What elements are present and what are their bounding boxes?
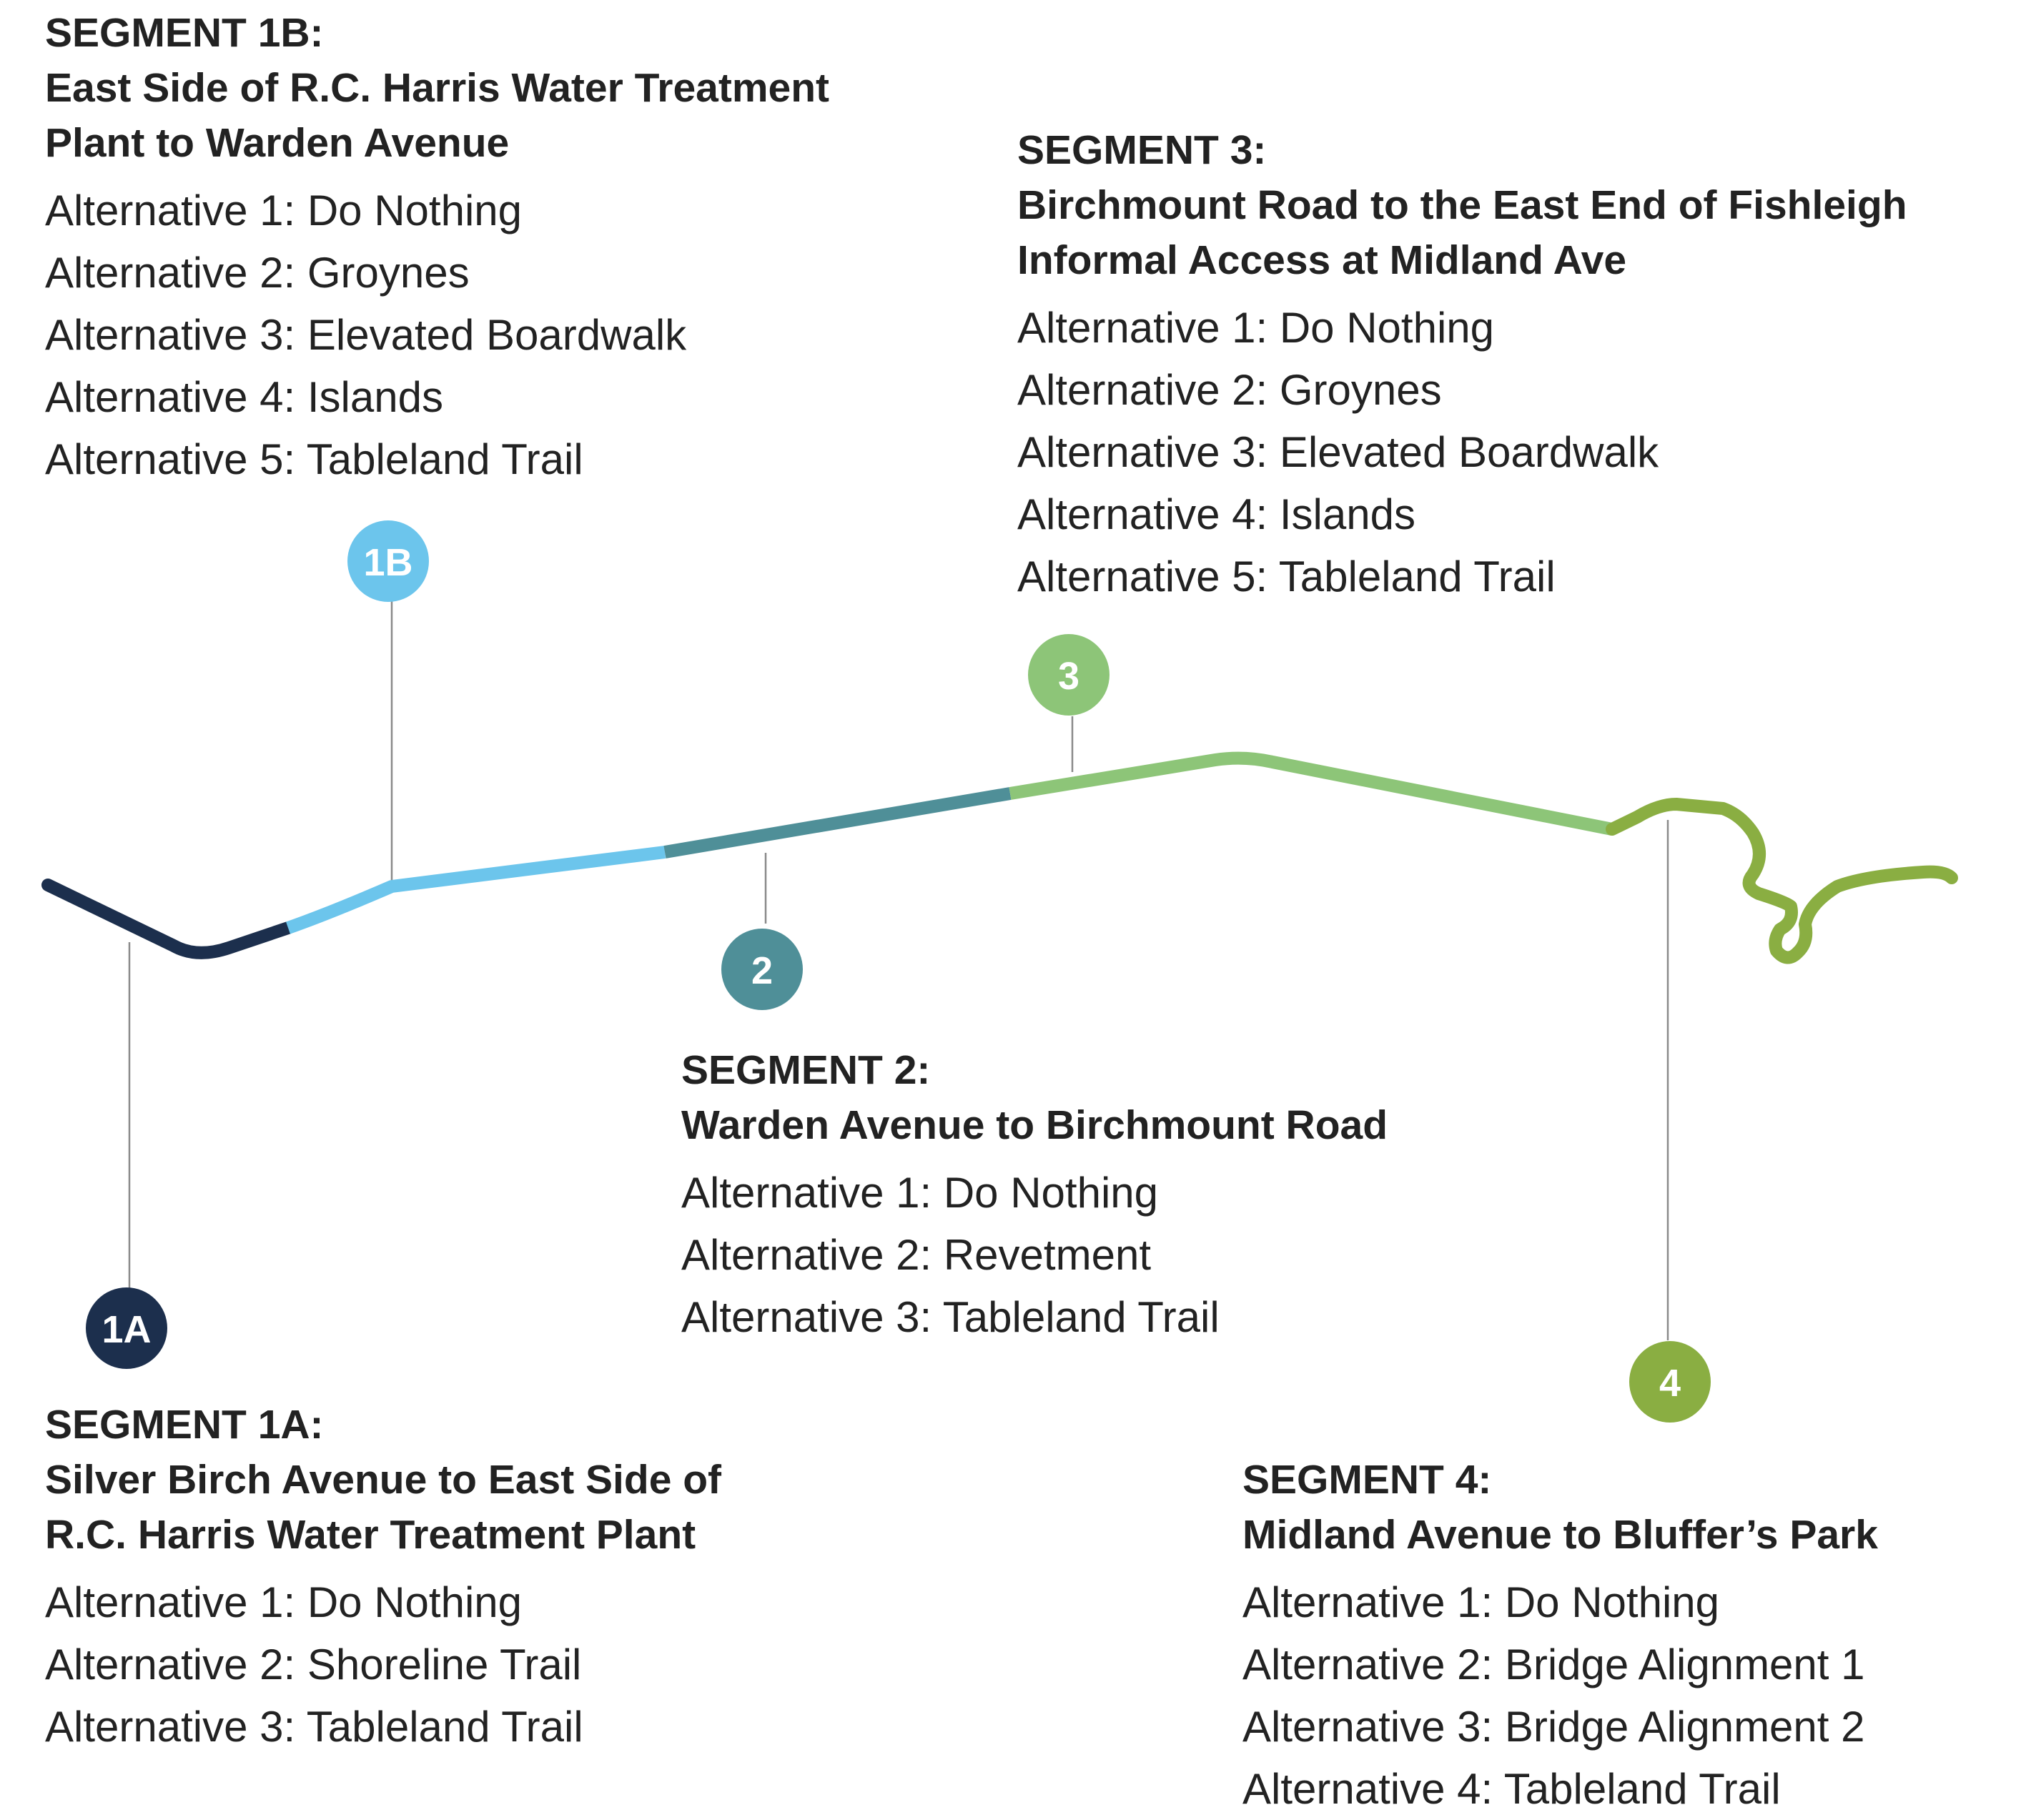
marker-2 — [721, 929, 803, 1010]
segment-4-alternatives: Alternative 1: Do Nothing Alternative 2:… — [1242, 1571, 1878, 1820]
segment-2-alternatives: Alternative 1: Do Nothing Alternative 2:… — [681, 1162, 1388, 1348]
segment-1b-title-line2: Plant to Warden Avenue — [45, 120, 510, 166]
alternative-item: Alternative 2: Revetment — [681, 1231, 1151, 1279]
alternative-item: Alternative 4: Islands — [1017, 490, 1415, 538]
marker-1a-label: 1A — [102, 1308, 151, 1351]
segment-1a-title-line1: Silver Birch Avenue to East Side of — [45, 1457, 722, 1503]
segment-1a-alternatives: Alternative 1: Do Nothing Alternative 2:… — [45, 1571, 721, 1758]
marker-2-label: 2 — [751, 949, 773, 992]
alternative-item: Alternative 1: Do Nothing — [45, 1578, 523, 1626]
segment-2-title-line1: Warden Avenue to Birchmount Road — [681, 1102, 1388, 1148]
segment-3-block: SEGMENT 3: Birchmount Road to the East E… — [1017, 123, 1907, 608]
route-segment-1a — [41, 879, 295, 959]
marker-3 — [1028, 634, 1110, 716]
marker-3-label: 3 — [1058, 655, 1079, 698]
segment-1b-alternatives: Alternative 1: Do Nothing Alternative 2:… — [45, 179, 829, 490]
alternative-item: Alternative 3: Tableland Trail — [681, 1293, 1220, 1341]
segment-3-label: SEGMENT 3: — [1017, 127, 1267, 173]
segment-4-heading: SEGMENT 4: Midland Avenue to Bluffer’s P… — [1242, 1453, 1878, 1563]
segment-1b-heading: SEGMENT 1B: East Side of R.C. Harris Wat… — [45, 6, 829, 171]
segment-3-heading: SEGMENT 3: Birchmount Road to the East E… — [1017, 123, 1907, 288]
marker-4-label: 4 — [1659, 1362, 1681, 1405]
segment-3-title-line2: Informal Access at Midland Ave — [1017, 237, 1627, 283]
segment-2-label: SEGMENT 2: — [681, 1047, 931, 1093]
alternative-item: Alternative 1: Do Nothing — [45, 187, 523, 234]
alternative-item: Alternative 1: Do Nothing — [1017, 304, 1495, 352]
alternative-item: Alternative 4: Islands — [45, 373, 443, 421]
alternative-item: Alternative 5: Tableland Trail — [1017, 553, 1556, 600]
alternative-item: Alternative 2: Groynes — [45, 249, 470, 297]
segment-1a-title-line2: R.C. Harris Water Treatment Plant — [45, 1512, 696, 1558]
alternative-item: Alternative 2: Shoreline Trail — [45, 1641, 582, 1688]
marker-1a — [86, 1287, 167, 1369]
segment-4-block: SEGMENT 4: Midland Avenue to Bluffer’s P… — [1242, 1453, 1878, 1820]
marker-1b-label: 1B — [363, 541, 412, 584]
marker-4 — [1629, 1341, 1711, 1423]
alternative-item: Alternative 2: Groynes — [1017, 366, 1442, 414]
segment-1b-label: SEGMENT 1B: — [45, 10, 324, 56]
segment-1a-heading: SEGMENT 1A: Silver Birch Avenue to East … — [45, 1398, 721, 1563]
segment-1a-label: SEGMENT 1A: — [45, 1402, 324, 1448]
route-segment-1b — [286, 846, 666, 934]
route-segment-4 — [1606, 798, 1958, 964]
segment-4-title-line1: Midland Avenue to Bluffer’s Park — [1242, 1512, 1878, 1558]
alternative-item: Alternative 2: Bridge Alignment 1 — [1242, 1641, 1865, 1688]
segment-2-block: SEGMENT 2: Warden Avenue to Birchmount R… — [681, 1043, 1388, 1348]
segment-1b-block: SEGMENT 1B: East Side of R.C. Harris Wat… — [45, 6, 829, 490]
alternative-item: Alternative 3: Elevated Boardwalk — [1017, 428, 1659, 476]
alternative-item: Alternative 4: Tableland Trail — [1242, 1765, 1781, 1813]
alternative-item: Alternative 3: Tableland Trail — [45, 1703, 583, 1751]
alternative-item: Alternative 1: Do Nothing — [1242, 1578, 1720, 1626]
alternative-item: Alternative 3: Elevated Boardwalk — [45, 311, 687, 359]
segment-3-title-line1: Birchmount Road to the East End of Fishl… — [1017, 182, 1907, 228]
alternative-item: Alternative 1: Do Nothing — [681, 1169, 1159, 1217]
alternative-item: Alternative 5: Tableland Trail — [45, 435, 583, 483]
segment-3-alternatives: Alternative 1: Do Nothing Alternative 2:… — [1017, 297, 1907, 608]
route-segment-2 — [663, 787, 1012, 859]
segment-4-label: SEGMENT 4: — [1242, 1457, 1492, 1503]
segment-2-heading: SEGMENT 2: Warden Avenue to Birchmount R… — [681, 1043, 1388, 1153]
alternative-item: Alternative 3: Bridge Alignment 2 — [1242, 1703, 1865, 1751]
segment-1a-block: SEGMENT 1A: Silver Birch Avenue to East … — [45, 1398, 721, 1758]
route-segment-3 — [1009, 751, 1614, 836]
segment-1b-title-line1: East Side of R.C. Harris Water Treatment — [45, 65, 830, 111]
marker-1b — [347, 520, 429, 602]
